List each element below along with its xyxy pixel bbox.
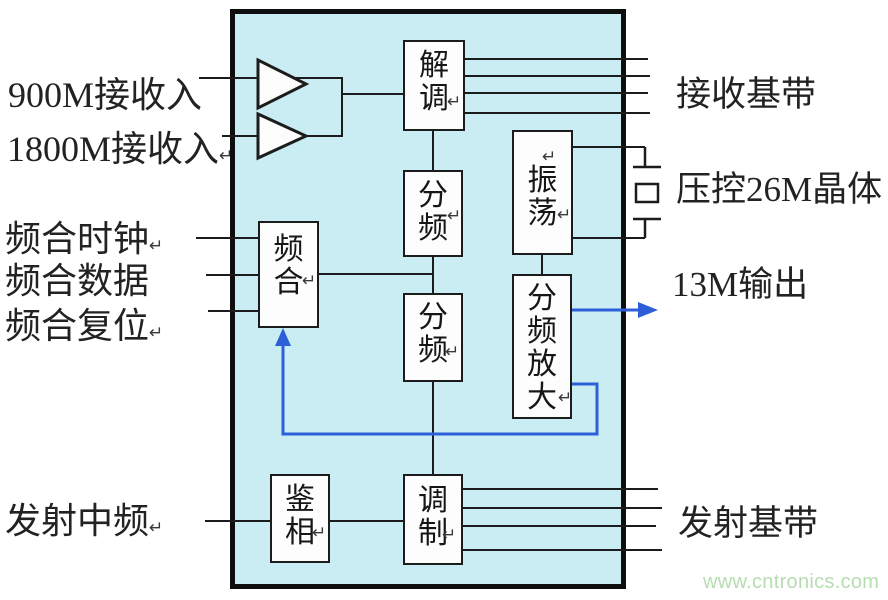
return-mark-icon: ↵ — [312, 523, 327, 543]
label-synth-data: 频合数据 — [5, 263, 149, 299]
label-1800m-input: 1800M接收入↵ — [7, 131, 233, 167]
label-synth-clock: 频合时钟↵ — [5, 221, 163, 257]
label-synth-clock-text: 频合时钟 — [5, 219, 150, 259]
block-divider-amp-label: 分频放大 — [527, 282, 557, 414]
label-tx-if-text: 发射中频 — [5, 501, 150, 541]
block-divider2: 分频 ↵ — [403, 293, 463, 382]
block-divider-amp: 分频放大 ↵ — [512, 274, 572, 419]
block-divider1: 分频 ↵ — [403, 170, 463, 257]
arrow-13m-output-head — [638, 302, 658, 318]
return-mark-icon: ↵ — [149, 236, 164, 256]
label-13m-output: 13M输出 — [672, 267, 808, 302]
label-900m-input-text: 900M接收入 — [8, 75, 203, 115]
return-mark-icon: ↵ — [558, 388, 573, 408]
block-divider2-label: 分频 — [418, 301, 448, 367]
block-synthesizer-label: 频合 — [273, 233, 304, 299]
return-mark-icon: ↵ — [447, 206, 462, 226]
label-vcxo: 压控26M晶体 — [676, 172, 882, 207]
return-mark-icon: ↵ — [302, 271, 317, 291]
label-tx-baseband-text: 发射基带 — [678, 504, 819, 543]
label-1800m-input-text: 1800M接收入 — [7, 129, 220, 169]
return-mark-icon: ↵ — [445, 342, 460, 362]
block-synthesizer: 频合 ↵ — [258, 221, 319, 328]
block-phase-detector-label: 鉴相 — [285, 483, 315, 549]
watermark: www.cntronics.com — [703, 571, 880, 593]
label-rx-baseband: 接收基带 — [676, 77, 816, 112]
label-synth-data-text: 频合数据 — [5, 261, 150, 301]
return-mark-icon: ↵ — [447, 92, 462, 112]
block-modulator-label: 调制 — [418, 484, 448, 550]
crystal-icon — [634, 182, 660, 204]
return-mark-icon: ↵ — [557, 205, 572, 225]
label-synth-reset: 频合复位↵ — [5, 308, 163, 344]
return-mark-icon: ↵ — [149, 518, 164, 538]
label-rx-baseband-text: 接收基带 — [676, 75, 817, 114]
block-divider1-label: 分频 — [418, 179, 448, 245]
return-mark-icon: ↵ — [542, 147, 557, 167]
label-tx-if: 发射中频↵ — [5, 503, 163, 539]
block-demod: 解调 ↵ — [403, 40, 465, 131]
label-synth-reset-text: 频合复位 — [5, 306, 150, 346]
label-900m-input: 900M接收入 — [8, 77, 202, 113]
block-demod-label: 解调 — [419, 49, 449, 115]
label-tx-baseband: 发射基带 — [678, 506, 818, 541]
label-vcxo-text: 压控26M晶体 — [676, 170, 883, 209]
return-mark-icon: ↵ — [442, 525, 457, 545]
block-modulator: 调制 ↵ — [403, 474, 463, 565]
label-13m-output-text: 13M输出 — [672, 265, 809, 304]
return-mark-icon: ↵ — [219, 146, 234, 166]
block-oscillator-label: 振荡 — [527, 164, 558, 230]
block-phase-detector: 鉴相 ↵ — [270, 474, 330, 563]
return-mark-icon: ↵ — [149, 323, 164, 343]
block-oscillator: ↵ 振荡 ↵ — [512, 130, 573, 255]
